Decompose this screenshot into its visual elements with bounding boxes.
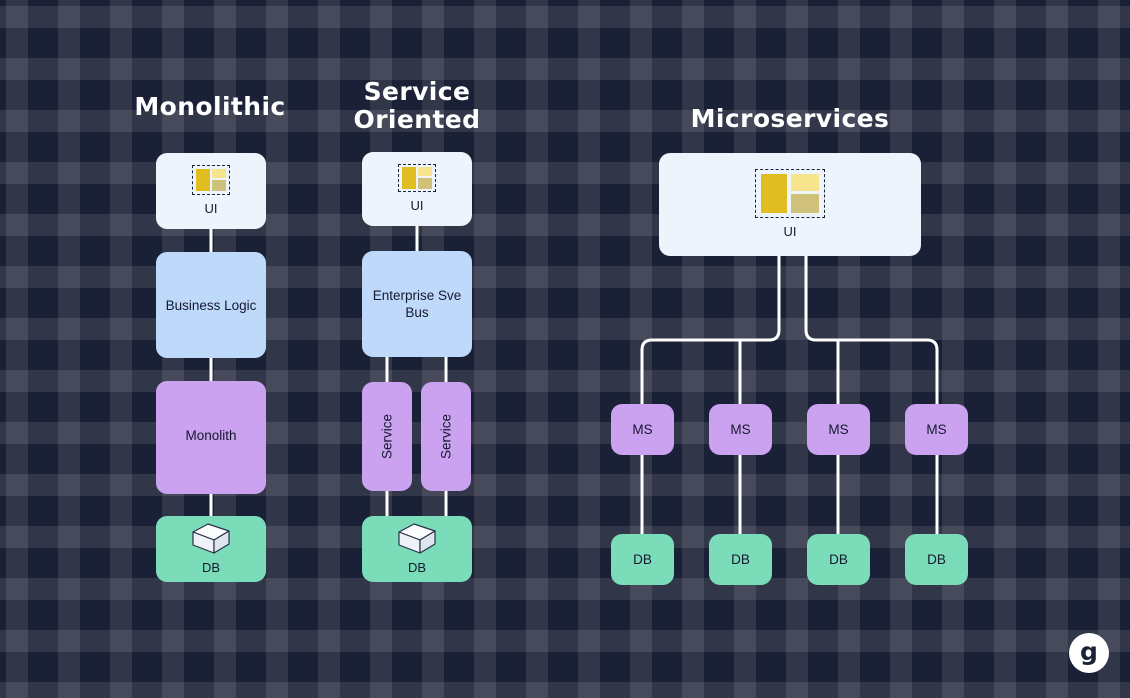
node-label: UI <box>204 201 218 216</box>
node-ms-1[interactable]: MS <box>611 404 674 455</box>
node-label: UI <box>783 224 797 239</box>
node-soa-enterprise-service-bus[interactable]: Enterprise Sve Bus <box>362 251 472 357</box>
node-soa-db[interactable]: DB <box>362 516 472 582</box>
node-label: MS <box>632 422 653 437</box>
node-label: DB <box>731 552 750 567</box>
database-cube-icon <box>192 522 230 554</box>
brand-logo-letter: g <box>1080 637 1098 666</box>
node-label: UI <box>410 198 424 213</box>
node-ms-4[interactable]: MS <box>905 404 968 455</box>
ui-tiles-icon <box>398 164 436 192</box>
node-mono-db[interactable]: DB <box>156 516 266 582</box>
node-label: MS <box>730 422 751 437</box>
node-label: MS <box>828 422 849 437</box>
connector-ms-trunk-right-outer <box>804 256 939 404</box>
node-soa-service-1[interactable]: Service <box>362 382 412 491</box>
node-label: DB <box>201 559 221 575</box>
node-ms-ui[interactable]: UI <box>659 153 921 256</box>
node-mono-business-logic[interactable]: Business Logic <box>156 252 266 358</box>
node-ms-db-1[interactable]: DB <box>611 534 674 585</box>
node-label: Business Logic <box>165 297 257 313</box>
node-label: MS <box>926 422 947 437</box>
node-mono-ui[interactable]: UI <box>156 153 266 229</box>
database-cube-icon <box>398 522 436 554</box>
node-soa-service-2[interactable]: Service <box>421 382 471 491</box>
node-ms-3[interactable]: MS <box>807 404 870 455</box>
node-soa-ui[interactable]: UI <box>362 152 472 226</box>
column-heading-microservices: Microservices <box>690 104 890 133</box>
node-label: DB <box>633 552 652 567</box>
ui-tiles-icon <box>755 169 825 218</box>
node-mono-monolith[interactable]: Monolith <box>156 381 266 494</box>
node-ms-db-2[interactable]: DB <box>709 534 772 585</box>
node-label: Service <box>379 414 395 460</box>
node-label: DB <box>407 559 427 575</box>
node-ms-2[interactable]: MS <box>709 404 772 455</box>
node-label: DB <box>829 552 848 567</box>
node-label: Service <box>438 414 454 460</box>
ui-tiles-icon <box>192 165 230 195</box>
column-heading-service-oriented: Service Oriented <box>353 77 481 134</box>
column-heading-monolithic: Monolithic <box>134 92 286 121</box>
connector-ms-trunk-left-outer <box>640 256 781 404</box>
node-label: DB <box>927 552 946 567</box>
node-ms-db-3[interactable]: DB <box>807 534 870 585</box>
node-ms-db-4[interactable]: DB <box>905 534 968 585</box>
node-label: Enterprise Sve Bus <box>372 288 462 320</box>
brand-logo[interactable]: g <box>1069 633 1109 673</box>
node-label: Monolith <box>185 428 237 443</box>
